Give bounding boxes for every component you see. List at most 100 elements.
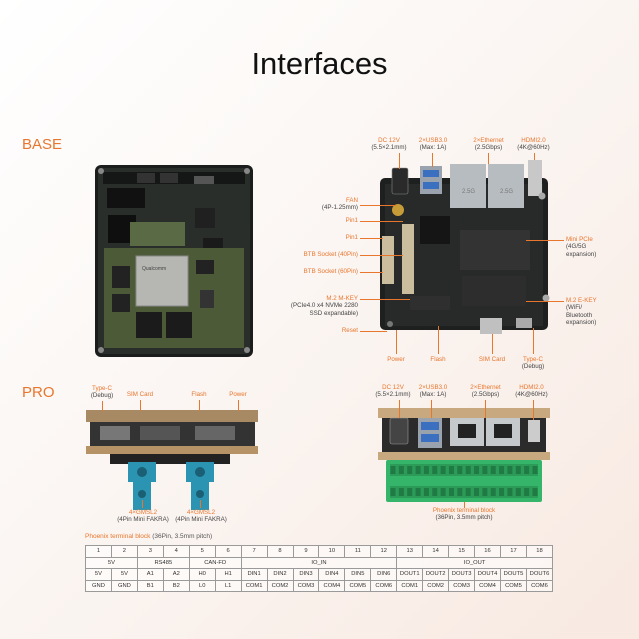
terminal-pin (490, 466, 496, 474)
pin-cell: 1 (85, 545, 112, 558)
terminal-pin (423, 488, 429, 496)
pin-cell: H1 (214, 568, 242, 581)
terminal-pin (457, 466, 463, 474)
terminal-pin (390, 466, 396, 474)
pro-typec-label: Type-C(Debug) (90, 385, 114, 400)
pin-cell: DIN1 (240, 568, 268, 581)
terminal-pin (398, 488, 404, 496)
terminal-pin (415, 466, 421, 474)
base-flash-label: Flash (430, 356, 446, 363)
pin-cell: 8 (266, 545, 294, 558)
base-fan-label: FAN(4P-1.25mm) (321, 197, 358, 212)
pin-cell: 5V (85, 568, 112, 581)
pin-cell: GND (110, 579, 138, 593)
pin-table-title: Phoenix terminal block (36Pin, 3.5mm pit… (85, 533, 213, 540)
pro-flash-label: Flash (191, 391, 207, 398)
terminal-pin (448, 488, 454, 496)
base-sim-label: SIM Card (478, 356, 506, 363)
pro-phoenix-label: Phoenix terminal block(36Pin, 3.5mm pitc… (432, 507, 496, 522)
port-marking-b: 2.5G (500, 189, 513, 195)
pro-usb-label: 2×USB3.0(Max: 1A) (418, 384, 448, 399)
pro-dc-label: DC 12V(5.5×2.1mm) (375, 384, 411, 399)
pin-cell: 4 (162, 545, 190, 558)
section-base-heading: BASE (22, 136, 63, 153)
pin-cell: 13 (396, 545, 424, 558)
terminal-pin (432, 488, 438, 496)
pin-cell: 11 (344, 545, 372, 558)
terminal-pin (407, 466, 413, 474)
pin-cell: IO_IN (240, 556, 398, 570)
pin-cell: DOUT5 (500, 568, 527, 581)
pin-cell: 10 (318, 545, 346, 558)
pin-cell: DIN3 (292, 568, 320, 581)
base-btb60-label: BTB Socket (60Pin) (303, 268, 358, 275)
pin-cell: H0 (188, 568, 216, 581)
pin-cell: DIN5 (344, 568, 372, 581)
terminal-pin (448, 466, 454, 474)
pin-cell: COM6 (370, 579, 398, 593)
pin-cell: 6 (214, 545, 242, 558)
terminal-pin (499, 466, 505, 474)
pin-cell: COM5 (500, 579, 527, 593)
terminal-pin (465, 466, 471, 474)
terminal-pin (457, 488, 463, 496)
terminal-pin (398, 466, 404, 474)
terminal-pin (507, 488, 513, 496)
terminal-pin (415, 488, 421, 496)
pin-cell: COM2 (266, 579, 294, 593)
chip-brand-text: Qualcomm (142, 266, 166, 272)
pin-cell: A1 (136, 568, 164, 581)
terminal-pin (524, 488, 530, 496)
pin-cell: B1 (136, 579, 164, 593)
terminal-pin (490, 488, 496, 496)
pin-cell: 17 (500, 545, 527, 558)
terminal-pin (524, 466, 530, 474)
port-marking-a: 2.5G (462, 189, 475, 195)
pin-cell: 14 (422, 545, 450, 558)
pin-cell: IO_OUT (396, 556, 553, 570)
pin-cell: 9 (292, 545, 320, 558)
pin-cell: DIN2 (266, 568, 294, 581)
pin-cell: GND (85, 579, 112, 593)
pin-cell: B2 (162, 579, 190, 593)
pin-cell: DOUT4 (474, 568, 501, 581)
pin-cell: 2 (110, 545, 138, 558)
pin-cell: 16 (474, 545, 501, 558)
base-btb40-label: BTB Socket (40Pin) (303, 251, 358, 258)
pin-cell: DOUT6 (525, 568, 554, 581)
pin-cell: 7 (240, 545, 268, 558)
terminal-pin (507, 466, 513, 474)
terminal-pin (515, 466, 521, 474)
pin-cell: COM4 (318, 579, 346, 593)
pin-cell: 5 (188, 545, 216, 558)
base-reset-label: Reset (341, 327, 358, 334)
terminal-pin (432, 466, 438, 474)
pin-cell: COM2 (422, 579, 450, 593)
pro-power-label: Power (229, 391, 247, 398)
base-ethernet-label: 2×Ethernet(2.5Gbps) (473, 137, 504, 152)
terminal-pin (482, 466, 488, 474)
base-power-label: Power (387, 356, 405, 363)
terminal-pin (474, 466, 480, 474)
pro-sim-label: SIM Card (126, 391, 154, 398)
base-pin1-label-b: Pin1 (345, 234, 358, 241)
pin-cell: 5V (110, 568, 138, 581)
pin-cell: 18 (525, 545, 554, 558)
base-pin1-label-a: Pin1 (345, 217, 358, 224)
terminal-pin (532, 466, 538, 474)
terminal-pin (390, 488, 396, 496)
pin-cell: DIN6 (370, 568, 398, 581)
page-title: Interfaces (251, 46, 388, 81)
pro-gmsl-label-a: 4×GMSL2(4Pin Mini FAKRA) (117, 509, 169, 524)
pro-ethernet-label: 2×Ethernet(2.5Gbps) (470, 384, 501, 399)
pin-cell: 5V (85, 556, 138, 570)
pin-cell: COM1 (240, 579, 268, 593)
